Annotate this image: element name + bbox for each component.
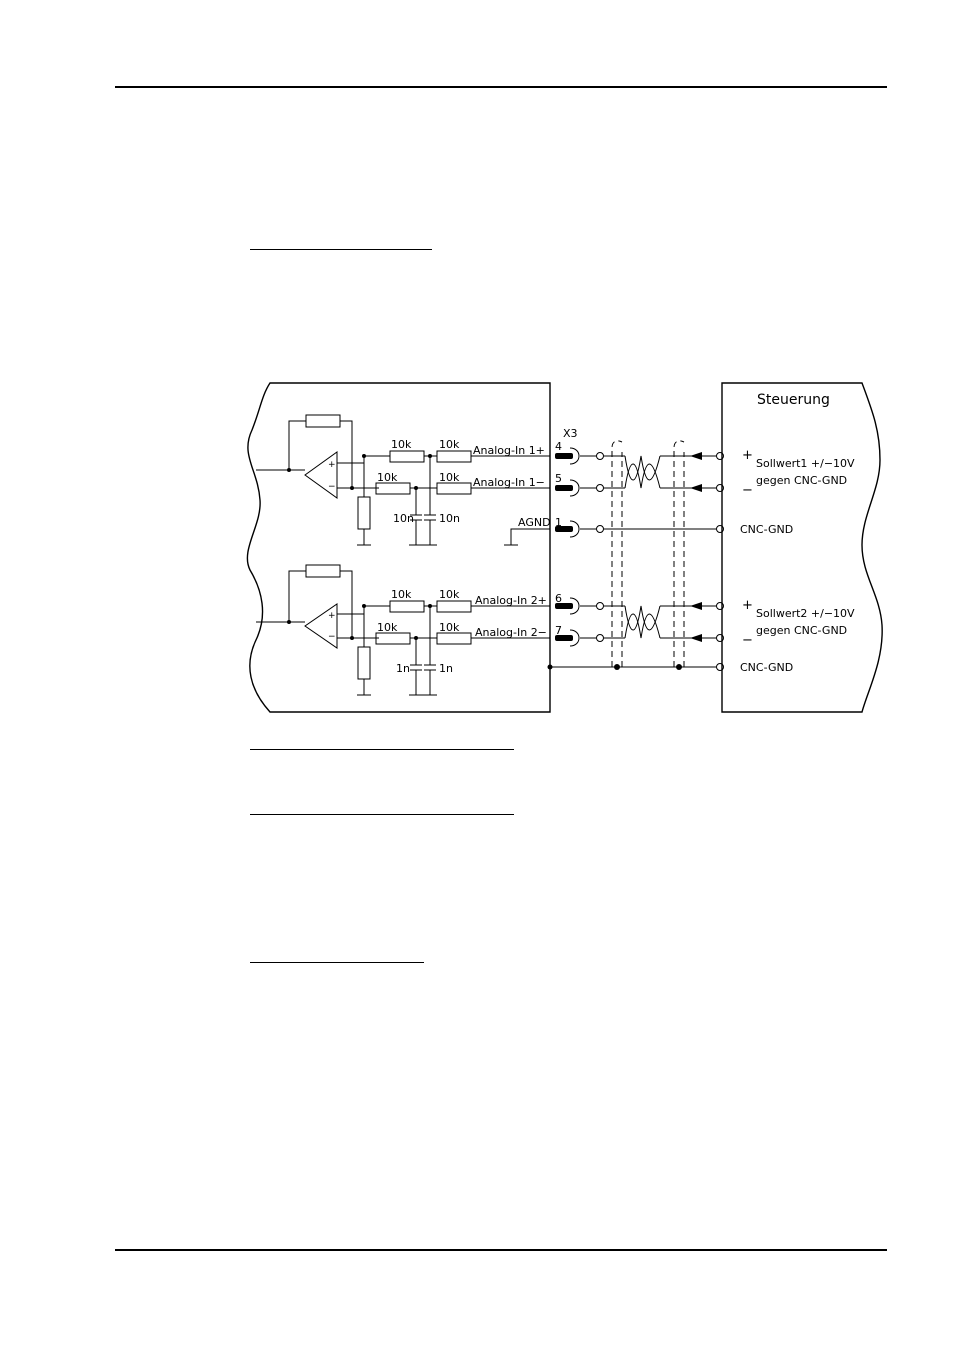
resistor-label: 10k [439, 438, 460, 451]
capacitor-label: 10n [439, 512, 460, 525]
cnc-gnd-label: CNC-GND [740, 661, 793, 674]
analog-in-2-minus-label: Analog-In 2− [475, 626, 547, 639]
sollwert-2-label: Sollwert2 +/−10V [756, 607, 855, 620]
sollwert-1-label: Sollwert1 +/−10V [756, 457, 855, 470]
capacitor-label: 1n [439, 662, 453, 675]
analog-in-1-plus-label: Analog-In 1+ [473, 444, 545, 457]
cable-shield [611, 440, 685, 667]
pin-label: 7 [555, 624, 562, 637]
opamp-1-minus: − [328, 482, 336, 492]
opamp-1 [304, 451, 338, 499]
opamp-2 [304, 603, 338, 649]
resistor-label: 10k [439, 471, 460, 484]
control-block-outline [721, 382, 883, 713]
pin-label: 1 [555, 516, 562, 529]
minus-sign: − [742, 633, 753, 648]
opamp-2-plus: + [328, 611, 336, 621]
resistor-label: 10k [377, 471, 398, 484]
channel-1-circuit [256, 414, 550, 546]
cable [550, 452, 724, 671]
control-title: Steuerung [757, 392, 830, 408]
connector-x3 [569, 447, 580, 647]
resistor-label: 10k [391, 588, 412, 601]
footer-rule [115, 1249, 887, 1251]
capacitor-label: 10n [393, 512, 414, 525]
section-heading-rule-1 [250, 249, 432, 250]
section-heading-rule-3 [250, 814, 514, 815]
resistor-label: 10k [391, 438, 412, 451]
resistor-label: 10k [439, 621, 460, 634]
connector-label: X3 [563, 427, 578, 440]
pin-label: 5 [555, 472, 562, 485]
resistor-label: 10k [439, 588, 460, 601]
section-heading-rule-2 [250, 749, 514, 750]
plus-sign: + [742, 598, 753, 613]
pin-label: 6 [555, 592, 562, 605]
drive-block-outline [246, 382, 551, 713]
analog-in-2-plus-label: Analog-In 2+ [475, 594, 547, 607]
channel-2-circuit [256, 564, 550, 696]
opamp-2-minus: − [328, 632, 336, 642]
capacitor-label: 1n [396, 662, 410, 675]
gegen-1-label: gegen CNC-GND [756, 474, 847, 487]
plus-sign: + [742, 448, 753, 463]
analog-in-1-minus-label: Analog-In 1− [473, 476, 545, 489]
resistor-label: 10k [377, 621, 398, 634]
cnc-gnd-label: CNC-GND [740, 523, 793, 536]
header-rule [115, 86, 887, 88]
minus-sign: − [742, 483, 753, 498]
section-heading-rule-4 [250, 962, 424, 963]
agnd-label: AGND [518, 516, 551, 529]
opamp-1-plus: + [328, 460, 336, 470]
gegen-2-label: gegen CNC-GND [756, 624, 847, 637]
pin-label: 4 [555, 440, 562, 453]
